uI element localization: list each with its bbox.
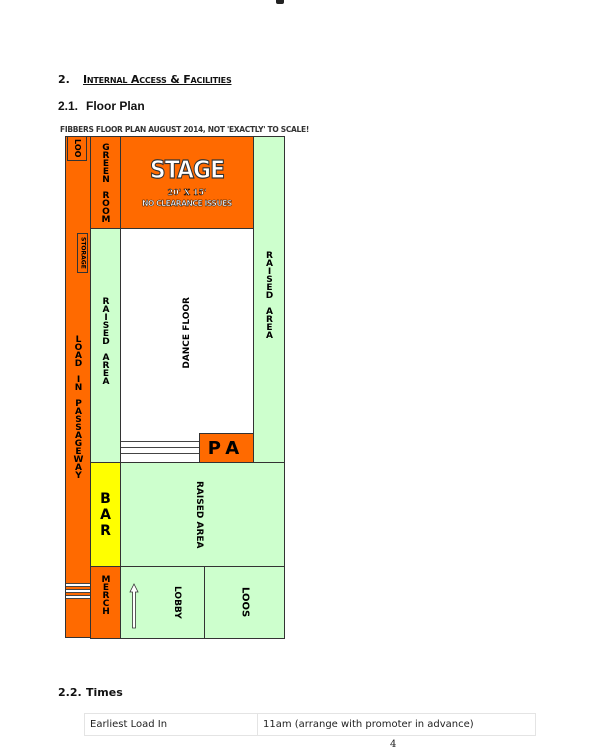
entrance-arrow-icon [129, 583, 139, 629]
storage-room: STORAGE [77, 233, 88, 273]
page-number: 4 [390, 739, 397, 750]
passageway-door-line [66, 595, 90, 599]
section-heading: 2. Internal Access & Facilities [58, 73, 232, 86]
loos: LOOS [204, 566, 285, 639]
loo-room: LOO [67, 136, 87, 161]
dance-floor: DANCE FLOOR [120, 228, 254, 463]
raised-area-bottom-label: RAISED AREA [194, 480, 204, 549]
times-label-cell: Earliest Load In [84, 713, 258, 736]
stage-dimensions: 20' X 15' [167, 186, 207, 197]
subsection-title: Times [86, 686, 123, 699]
bar-label: BAR [97, 490, 114, 539]
bar: BAR [90, 462, 121, 567]
loo-label: LOO [73, 139, 82, 158]
section-number: 2. [58, 73, 70, 86]
raised-area-left: RAISED AREA [90, 228, 121, 463]
times-table: Earliest Load In 11am (arrange with prom… [84, 713, 536, 736]
subsection-number: 2.1. [58, 99, 79, 113]
subsection-number: 2.2. [58, 686, 82, 699]
stage-note: NO CLEARANCE ISSUES [142, 198, 233, 208]
merch-label: MERCH [101, 575, 111, 615]
subsection-heading-times: 2.2. Times [58, 686, 123, 699]
raised-area-right: RAISED AREA [253, 136, 285, 463]
load-in-passageway: LOAD IN PASSAGEWAY [65, 136, 91, 638]
subsection-heading-floor-plan: 2.1. Floor Plan [58, 99, 145, 113]
floor-plan-caption: FIBBERS FLOOR PLAN AUGUST 2014, NOT 'EXA… [60, 125, 309, 134]
dance-floor-label: DANCE FLOOR [181, 297, 192, 369]
green-room-label: GREEN ROOM [101, 142, 111, 223]
raised-area-left-label: RAISED AREA [101, 296, 111, 385]
lobby-label: LOBBY [172, 586, 182, 619]
green-room: GREEN ROOM [90, 136, 121, 229]
raised-area-bottom: RAISED AREA [120, 462, 285, 567]
section-title: Internal Access & Facilities [83, 73, 232, 86]
stairs-line [121, 453, 201, 454]
stage: STAGE 20' X 15' NO CLEARANCE ISSUES [120, 136, 254, 229]
passageway-door-line [66, 589, 90, 593]
subsection-title: Floor Plan [86, 99, 145, 113]
pa-label: PA [207, 437, 246, 459]
raised-area-right-label: RAISED AREA [264, 250, 275, 339]
times-value-cell: 11am (arrange with promoter in advance) [257, 713, 536, 736]
passageway-door-line [66, 583, 90, 587]
loos-label: LOOS [239, 587, 251, 618]
stairs-line [121, 441, 201, 442]
storage-label: STORAGE [79, 237, 87, 269]
floor-plan: LOAD IN PASSAGEWAY LOO STORAGE GREEN ROO… [65, 136, 285, 639]
stage-title: STAGE [149, 155, 225, 185]
table-row: Earliest Load In 11am (arrange with prom… [84, 713, 536, 736]
stairs-line [121, 447, 201, 448]
pa-area: PA [199, 433, 254, 463]
lobby: LOBBY [120, 566, 205, 639]
passageway-label: LOAD IN PASSAGEWAY [73, 335, 84, 479]
header-text-fragment [276, 0, 284, 4]
merch-area: MERCH [90, 566, 121, 639]
